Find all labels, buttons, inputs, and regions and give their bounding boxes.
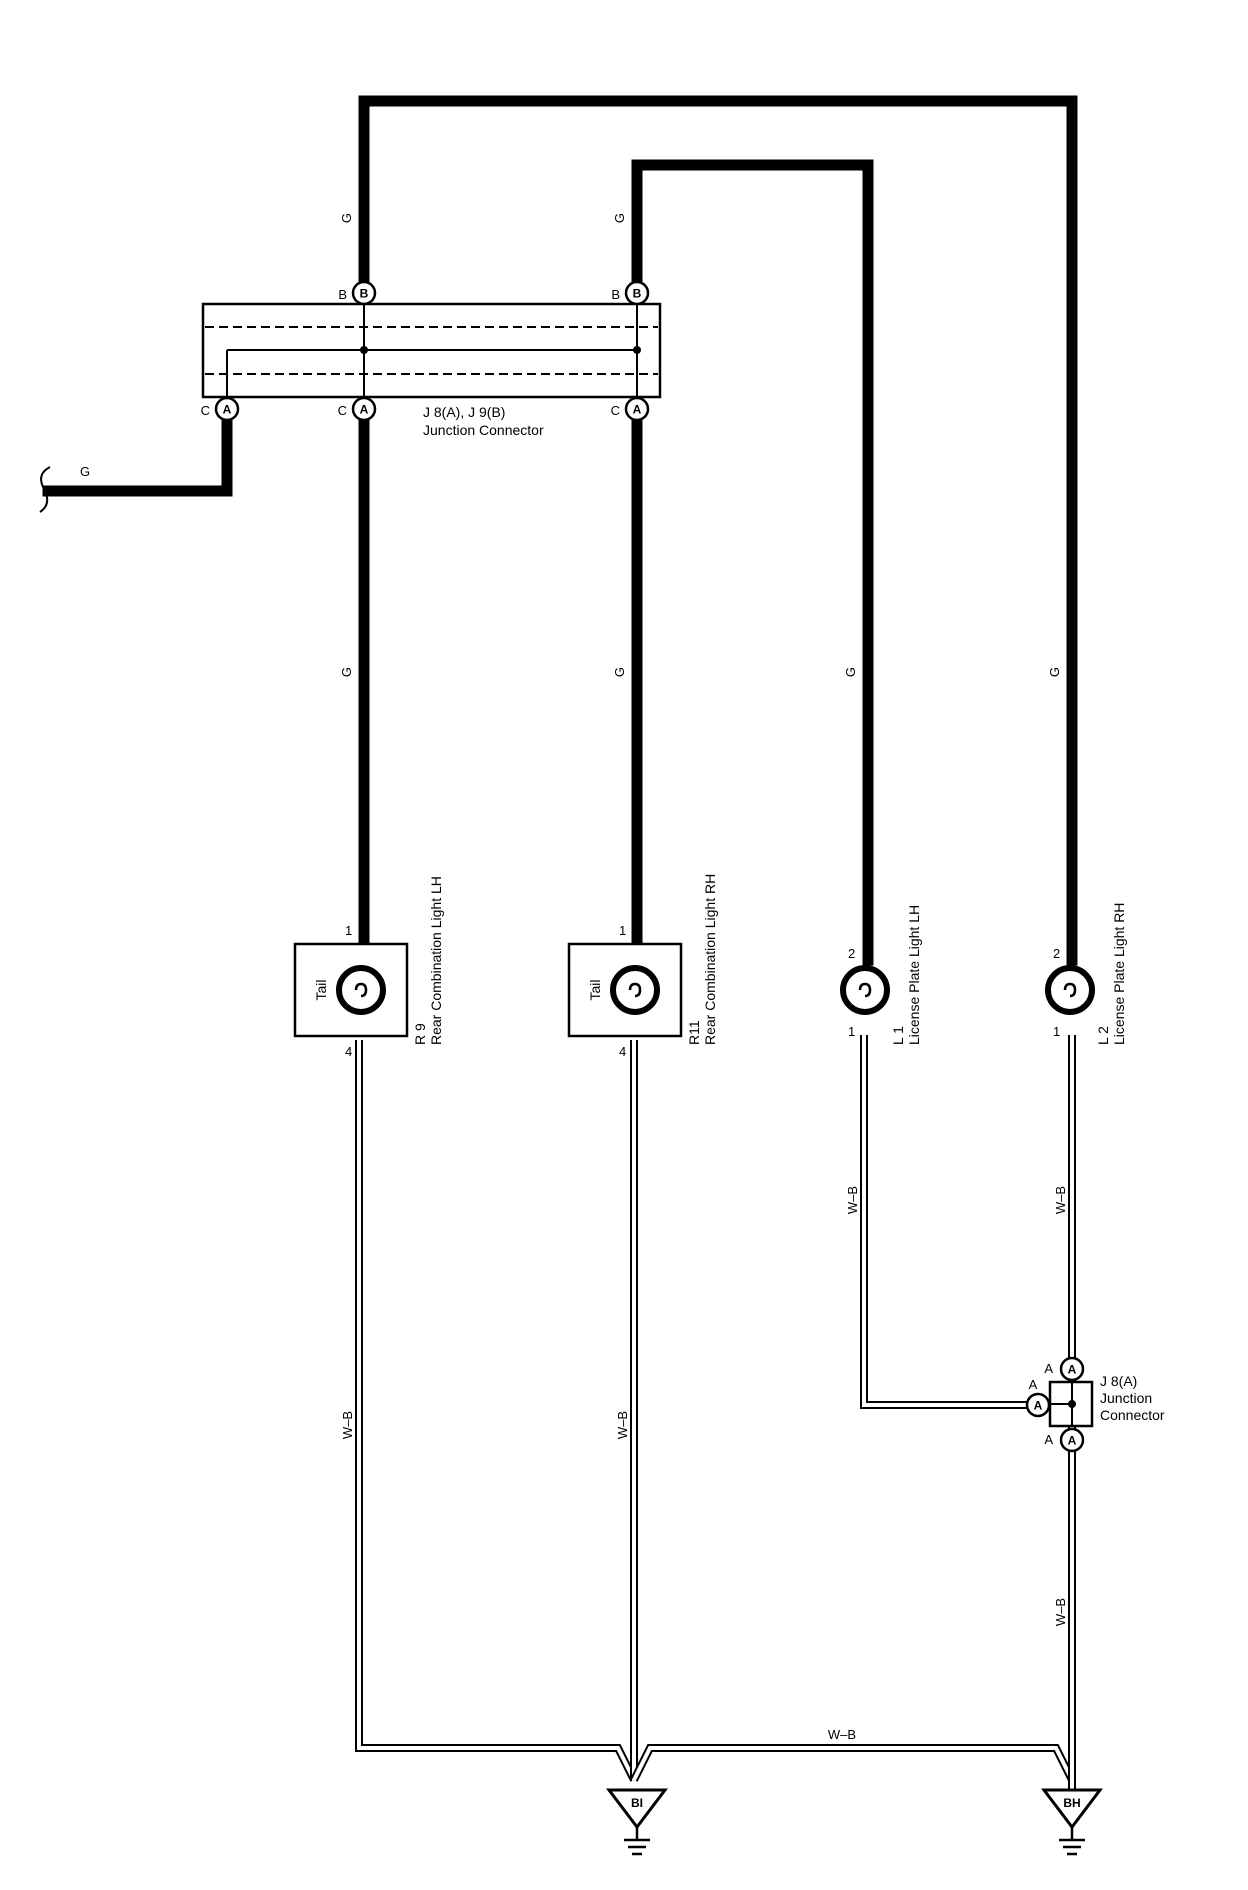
wire-g-outer-loop	[358, 95, 1078, 966]
junction-connector-main	[201, 285, 662, 412]
component-name-r11: Rear Combination Light RH	[702, 874, 718, 1045]
wire-label-g-3: G	[339, 667, 354, 677]
ground-bh: BH	[1040, 1788, 1104, 1856]
svg-text:B: B	[360, 287, 369, 301]
wire-label-wb-lower: W–B	[1053, 1598, 1068, 1626]
junction-small-label-2: Junction	[1100, 1390, 1152, 1406]
junction-cavity-b-left: B	[351, 280, 377, 306]
terminal-c-3: C	[611, 403, 620, 418]
pin-top-l2: 2	[1053, 946, 1060, 961]
component-code-l2: L 2	[1095, 1026, 1111, 1045]
bulb-label-r9: Tail	[313, 979, 329, 1000]
component-name-r9: Rear Combination Light LH	[428, 876, 444, 1045]
junction-small-label-3: Connector	[1100, 1407, 1165, 1423]
junction-small-cavity-left: A	[1025, 1392, 1051, 1418]
wire-label-wb-r11: W–B	[615, 1411, 630, 1439]
component-code-r11: R11	[686, 1020, 702, 1045]
wire-label-wb-l1: W–B	[845, 1186, 860, 1214]
wire-g-inner-loop	[631, 159, 874, 966]
junction-cavity-a-2: A	[351, 396, 377, 422]
wire-label-g-5: G	[843, 667, 858, 677]
terminal-c-2: C	[338, 403, 347, 418]
terminal-c-1: C	[201, 403, 210, 418]
wire-label-g-1: G	[339, 213, 354, 223]
svg-text:B: B	[633, 287, 642, 301]
junction-small-terminal-bottom: A	[1044, 1432, 1053, 1447]
pin-bottom-r11: 4	[619, 1044, 626, 1059]
junction-cavity-b-right: B	[624, 280, 650, 306]
junction-small-cavity-top: A	[1059, 1356, 1085, 1382]
svg-text:A: A	[360, 403, 369, 417]
pin-top-r11: 1	[619, 923, 626, 938]
pin-bottom-l1: 1	[848, 1024, 855, 1039]
wb-wires	[355, 1035, 1076, 1791]
wire-label-wb-r9: W–B	[340, 1411, 355, 1439]
junction-cavity-a-3: A	[624, 396, 650, 422]
wire-label-g-input: G	[80, 464, 90, 479]
component-code-l1: L 1	[890, 1026, 906, 1045]
ground-label-bi: BI	[631, 1796, 643, 1810]
bulb-label-r11: Tail	[587, 979, 603, 1000]
pin-top-l1: 2	[848, 946, 855, 961]
wire-label-wb-bottom: W–B	[828, 1727, 856, 1742]
component-l1: 2 1 L 1 License Plate Light LH	[840, 905, 922, 1045]
wire-label-g-4: G	[612, 667, 627, 677]
ground-bi: BI	[605, 1788, 669, 1856]
pin-bottom-l2: 1	[1053, 1024, 1060, 1039]
terminal-b-right: B	[611, 287, 620, 302]
wire-break-mark	[39, 466, 51, 513]
component-code-r9: R 9	[412, 1023, 428, 1045]
junction-connector-small	[1048, 1380, 1094, 1428]
junction-small-terminal-left: A	[1029, 1377, 1038, 1392]
svg-text:A: A	[1034, 1399, 1043, 1413]
junction-small-label-1: J 8(A)	[1100, 1373, 1137, 1389]
junction-small-cavity-bottom: A	[1059, 1427, 1085, 1453]
wire-label-wb-l2: W–B	[1053, 1186, 1068, 1214]
ground-label-bh: BH	[1063, 1796, 1080, 1810]
pin-bottom-r9: 4	[345, 1044, 352, 1059]
component-l2: 2 1 L 2 License Plate Light RH	[1045, 903, 1127, 1045]
svg-text:A: A	[223, 403, 232, 417]
pin-top-r9: 1	[345, 923, 352, 938]
wire-label-g-6: G	[1047, 667, 1062, 677]
junction-small-terminal-top: A	[1044, 1361, 1053, 1376]
svg-text:A: A	[1068, 1434, 1077, 1448]
wire-g-input	[42, 412, 233, 497]
junction-main-label-1: J 8(A), J 9(B)	[423, 404, 505, 420]
terminal-b-left: B	[338, 287, 347, 302]
svg-text:A: A	[633, 403, 642, 417]
svg-text:A: A	[1068, 1363, 1077, 1377]
g-wires	[39, 95, 1078, 966]
wire-label-g-2: G	[612, 213, 627, 223]
junction-cavity-a-1: A	[214, 396, 240, 422]
junction-main-label-2: Junction Connector	[423, 422, 544, 438]
component-name-l2: License Plate Light RH	[1111, 903, 1127, 1045]
component-name-l1: License Plate Light LH	[906, 905, 922, 1045]
component-r11: Tail 1 4 R11 Rear Combination Light RH	[567, 874, 718, 1059]
component-r9: Tail 1 4 R 9 Rear Combination Light LH	[293, 876, 444, 1059]
